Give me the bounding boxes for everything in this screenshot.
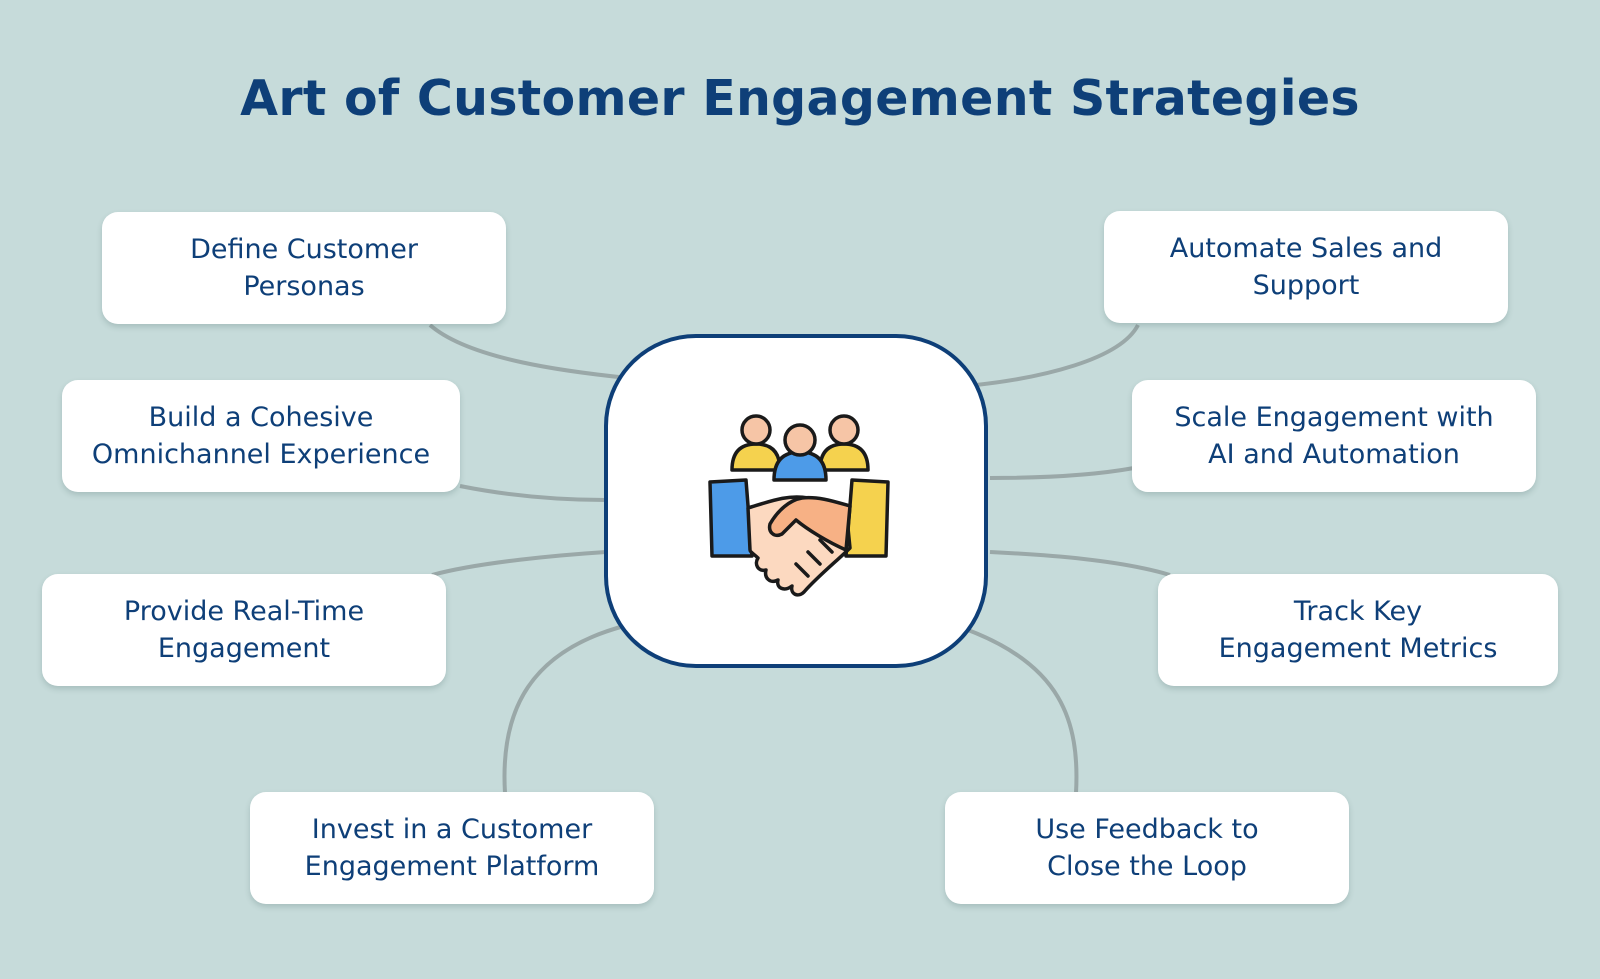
connector-omnichannel — [459, 484, 607, 502]
connector-automate-sales — [975, 324, 1140, 387]
central-hub — [604, 334, 988, 668]
connector-platform — [502, 623, 629, 794]
connector-scale-ai — [989, 466, 1135, 480]
connector-feedback — [967, 628, 1079, 794]
connector-track-metrics — [989, 550, 1171, 577]
connector-define-personas — [428, 323, 629, 380]
connector-real-time — [431, 550, 607, 577]
page-title: Art of Customer Engagement Strategies — [240, 70, 1360, 127]
team-handshake-icon — [708, 414, 890, 597]
